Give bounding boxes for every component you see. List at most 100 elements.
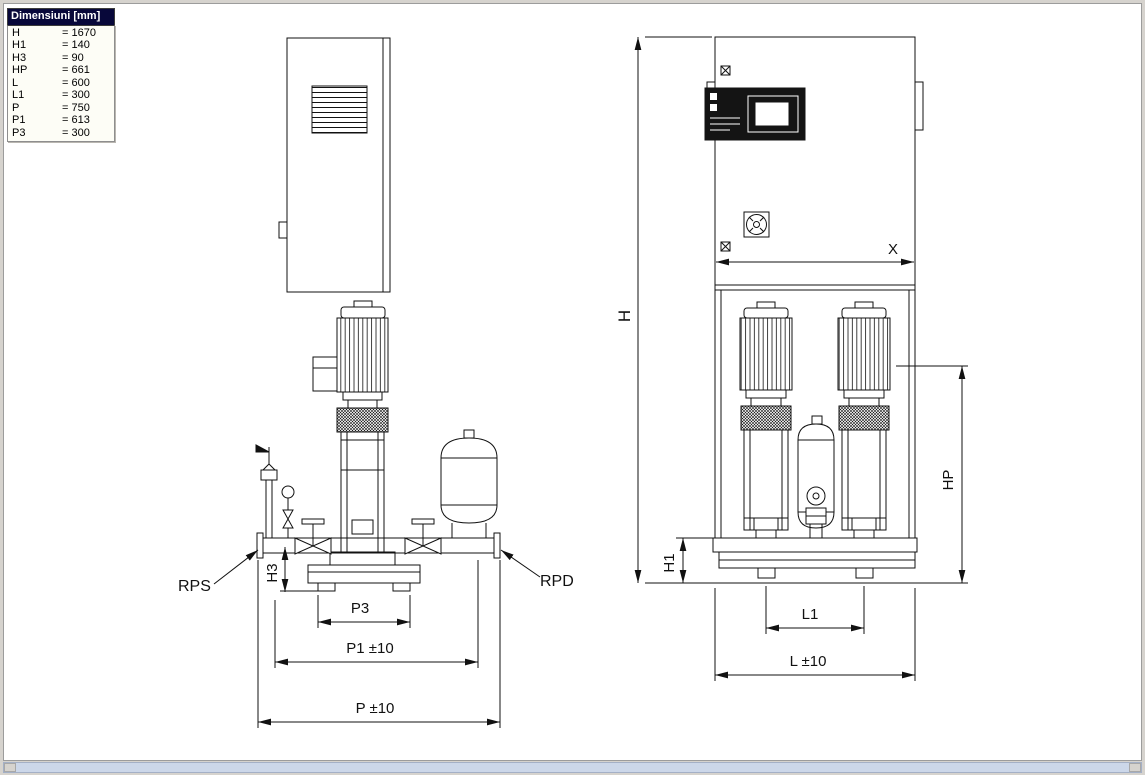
hinge-right [914, 81, 924, 131]
side-view: RPS RPD H3 P3 [178, 37, 574, 728]
dim-label: P1 [12, 114, 26, 126]
front-view-frame [714, 285, 916, 540]
rpd-label: RPD [540, 573, 574, 590]
side-view-pump [312, 300, 396, 566]
dim-h1: H1 [661, 537, 713, 583]
dim-hp: HP [896, 365, 968, 583]
valve-right [404, 537, 425, 555]
dim-value: = 661 [62, 64, 90, 76]
dim-label-l: L ±10 [790, 653, 827, 670]
screw-icon [720, 241, 731, 252]
front-view-control-panel [704, 87, 806, 141]
dim-value: = 300 [62, 89, 90, 101]
safety-lever [255, 444, 270, 453]
pump-base [329, 551, 396, 566]
dim-label-p1: P1 ±10 [346, 640, 393, 657]
dim-label: H [12, 26, 20, 39]
side-view-safety-valve-assembly [255, 444, 295, 538]
dim-l1: L1 [765, 586, 865, 634]
foot [757, 567, 776, 579]
drawing-canvas [3, 3, 1142, 761]
cabinet-body [286, 37, 391, 293]
dim-row: H = 1670 [8, 27, 114, 40]
panel-led [710, 104, 717, 111]
dim-h3: H3 [264, 547, 289, 592]
front-view-reducer-valve [805, 486, 827, 538]
panel-led [710, 93, 717, 100]
front-view-control-cabinet [704, 36, 924, 286]
pressure-gauge [281, 485, 295, 499]
dim-row: L1 = 300 [8, 89, 114, 102]
vent-grille [311, 85, 368, 134]
dim-h: H [615, 36, 712, 583]
horizontal-scrollbar[interactable] [3, 762, 1142, 773]
dim-label: L1 [12, 89, 25, 101]
side-view-control-cabinet [278, 37, 391, 293]
dim-label: H3 [12, 51, 27, 64]
front-view-base [712, 537, 918, 579]
dim-label-p3: P3 [351, 600, 369, 617]
foot [392, 582, 411, 592]
dim-row: P = 750 [8, 102, 114, 115]
dim-value: = 140 [62, 39, 90, 51]
terminal-box [312, 356, 338, 392]
dim-label-p: P ±10 [356, 700, 395, 717]
dimension-table-title: Dimensiuni [mm] [7, 8, 115, 25]
dim-label: L [12, 76, 19, 89]
foot [317, 582, 336, 592]
valve-left [294, 537, 315, 555]
dim-l: L ±10 [714, 588, 916, 681]
cabinet-switch [278, 221, 288, 239]
screw-icon [720, 65, 731, 76]
dim-value: = 750 [62, 101, 90, 114]
dim-value: = 613 [62, 114, 90, 126]
dim-row: L = 600 [8, 77, 114, 90]
dim-row: P3 = 300 [8, 127, 114, 140]
scrollbar-left-corner[interactable] [4, 763, 16, 772]
dim-p1: P1 ±10 [274, 560, 479, 668]
front-view: H X HP H1 [615, 36, 968, 681]
front-view-pressure-tank [797, 415, 835, 529]
rps-label: RPS [178, 578, 211, 595]
dim-value: = 300 [62, 126, 90, 139]
dim-label-x: X [888, 241, 898, 258]
display-screen [755, 102, 789, 126]
dim-label-h1: H1 [661, 553, 678, 572]
foot [855, 567, 874, 579]
side-view-pipework [256, 518, 501, 559]
pump-column [743, 429, 789, 531]
dim-p3: P3 [317, 595, 411, 628]
dim-row: H1 = 140 [8, 39, 114, 52]
side-view-base-frame [280, 564, 421, 592]
dim-label: H1 [12, 39, 27, 51]
cabinet-body [714, 36, 916, 286]
scrollbar-right-corner[interactable] [1129, 763, 1141, 772]
dim-label-hp: HP [940, 470, 957, 491]
fan-icon [743, 211, 770, 238]
dim-label: P3 [12, 126, 26, 139]
dim-p: P ±10 [257, 560, 501, 728]
side-view-pressure-tank [440, 429, 498, 538]
dim-label: P [12, 101, 20, 114]
dim-value: = 600 [62, 76, 90, 89]
dim-label-l1: L1 [802, 606, 819, 623]
dim-value: = 1670 [62, 26, 96, 39]
motor-fins [739, 317, 793, 391]
dim-row: P1 = 613 [8, 114, 114, 127]
label-rps: RPS [178, 549, 259, 595]
dim-label-h3: H3 [264, 563, 281, 582]
dimension-table: Dimensiuni [mm] H = 1670 H1 = 140 H3 = 9… [7, 8, 115, 142]
label-rpd: RPD [500, 549, 574, 590]
pump-head [336, 407, 389, 433]
dim-x: X [716, 241, 914, 266]
pump-head [740, 405, 792, 431]
motor-fins [336, 317, 389, 393]
dim-row: HP = 661 [8, 64, 114, 77]
dim-value: = 90 [62, 51, 84, 64]
discharge-flange [493, 532, 501, 559]
dim-label-h: H [615, 310, 634, 322]
dimension-table-body: H = 1670 H1 = 140 H3 = 90 HP = 661 L = 6… [7, 24, 115, 142]
dim-row: H3 = 90 [8, 52, 114, 65]
